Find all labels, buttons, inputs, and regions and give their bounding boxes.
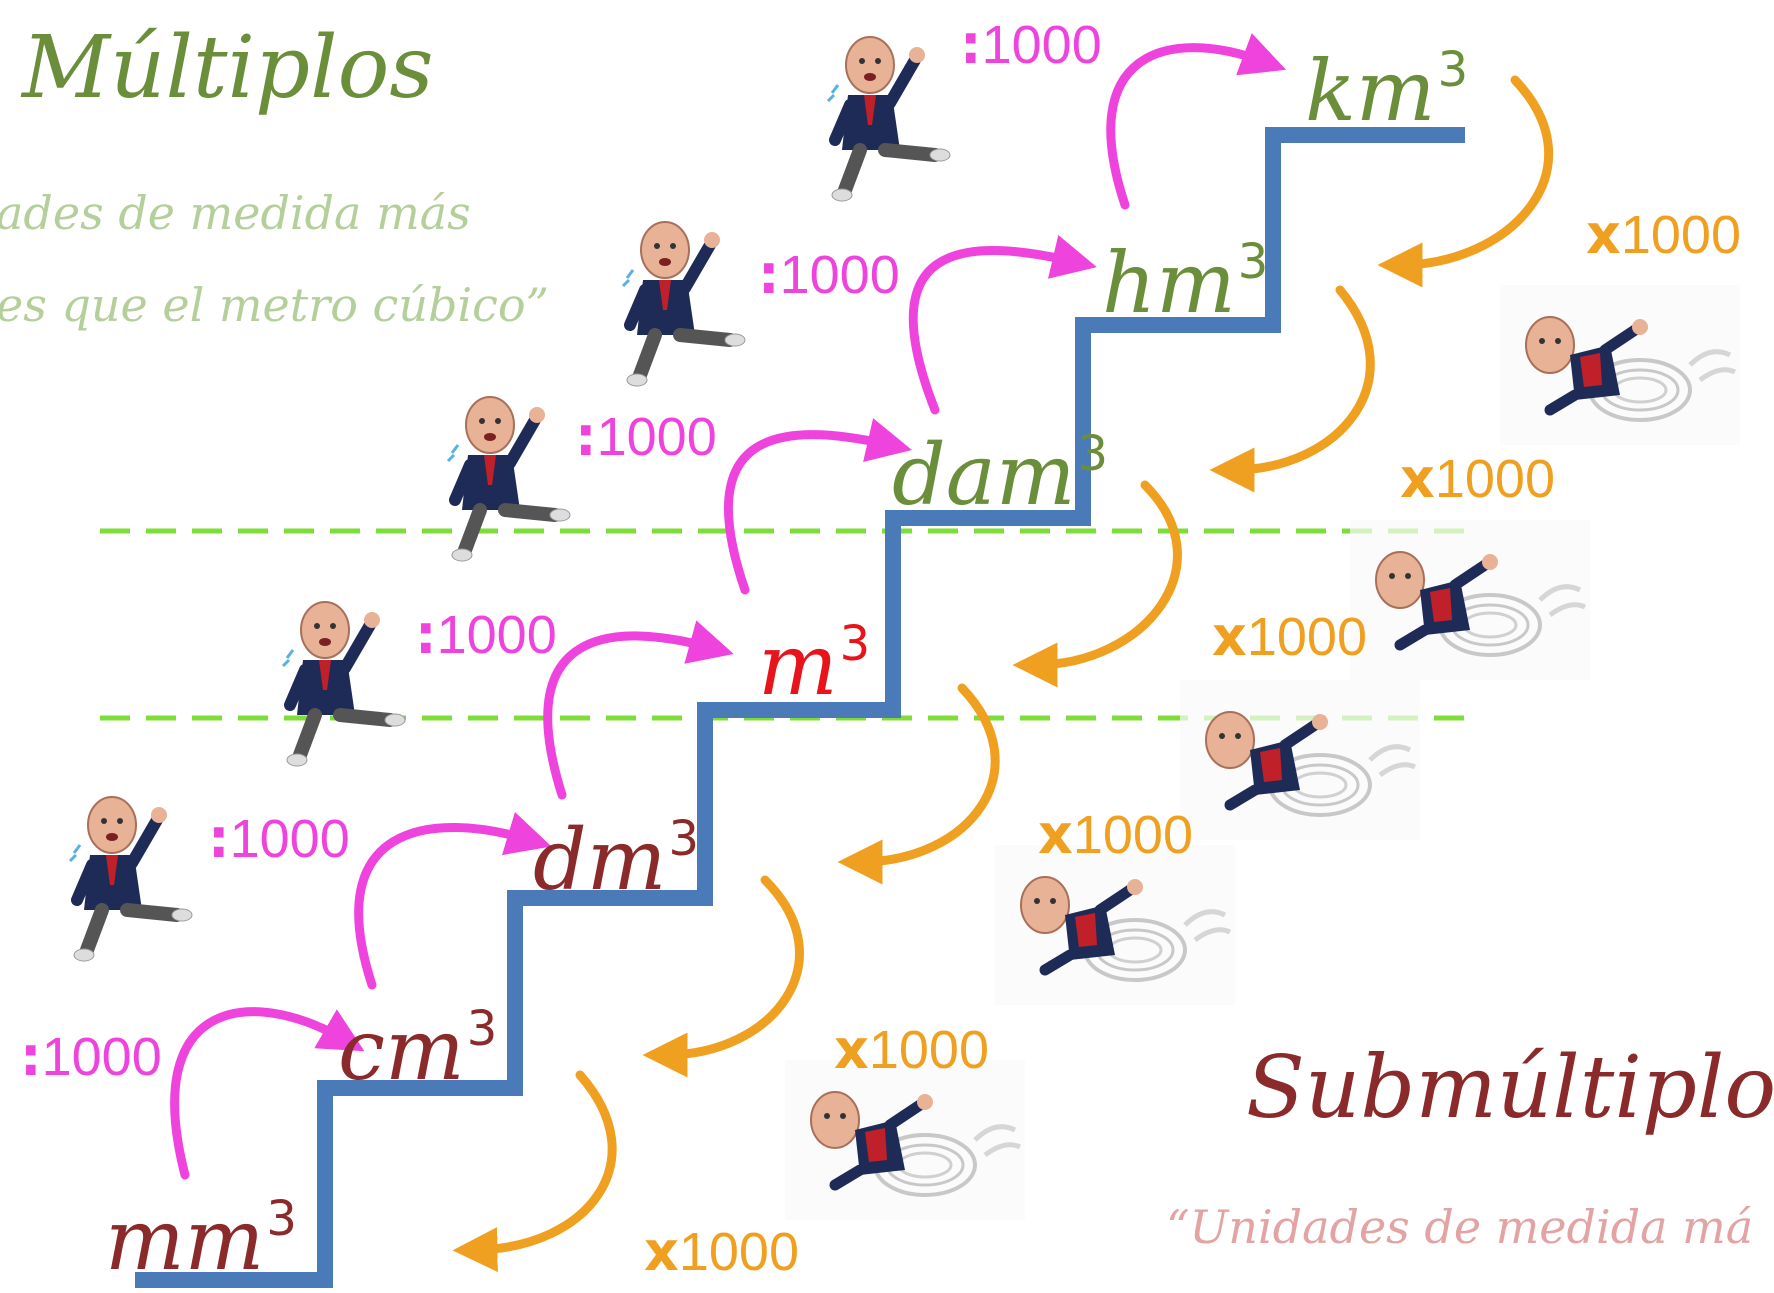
unit-dam3: dam3 [892, 426, 1109, 524]
unit-dm3: dm3 [533, 811, 699, 909]
factor-divide-dam3-hm3: :1000 [758, 243, 900, 306]
sliding-man-icon [785, 1060, 1025, 1220]
factor-multiply-dm3-cm3: x1000 [834, 1018, 989, 1081]
up-arrow-3 [543, 620, 734, 800]
staircase [135, 127, 1465, 1288]
sliding-man-icon [1180, 680, 1420, 840]
climbing-man-icon [826, 36, 951, 202]
up-arrow-5 [908, 234, 1097, 415]
factor-divide-dm3-m3: :1000 [415, 603, 557, 666]
unit-cm3: cm3 [338, 1001, 498, 1099]
factor-divide-cm3-dm3: :1000 [208, 807, 350, 870]
down-arrow-2 [1209, 285, 1375, 493]
factor-divide-mm3-cm3: :1000 [20, 1025, 162, 1088]
sliding-man-icon [995, 845, 1235, 1005]
down-arrow-3 [1012, 480, 1182, 688]
down-arrow-5 [642, 875, 804, 1078]
up-arrow-6 [1106, 33, 1287, 210]
climbing-man-icon [68, 796, 193, 962]
down-arrow-1 [1377, 75, 1553, 288]
climbing-man-icon [281, 601, 406, 767]
factor-multiply-km3-hm3: x1000 [1586, 203, 1741, 266]
submultiples-title: Submúltiplos [1246, 1038, 1774, 1138]
factor-multiply-cm3-mm3: x1000 [644, 1220, 799, 1283]
up-arrow-1 [170, 1007, 365, 1180]
unit-km3: km3 [1305, 42, 1469, 140]
unit-mm3: mm3 [105, 1191, 297, 1289]
climbing-man-icon [621, 221, 746, 387]
factor-divide-hm3-km3: :1000 [960, 13, 1102, 76]
factor-multiply-dam3-m3: x1000 [1212, 605, 1367, 668]
factor-divide-m3-dam3: :1000 [575, 405, 717, 468]
multiples-description-line2: es que el metro cúbico” [0, 278, 550, 332]
multiples-description-line1: ades de medida más [0, 186, 471, 240]
factor-multiply-hm3-dam3: x1000 [1400, 447, 1555, 510]
up-arrow-2 [354, 811, 552, 990]
sliding-man-icon [1500, 285, 1740, 445]
up-arrow-4 [723, 418, 912, 595]
climbing-man-icon [446, 396, 571, 562]
unit-m3: m3 [758, 616, 871, 714]
submultiples-description: “Unidades de medida má [1166, 1200, 1754, 1254]
unit-hm3: hm3 [1102, 234, 1269, 332]
down-arrow-6 [452, 1070, 617, 1273]
sliding-man-icon [1350, 520, 1590, 680]
down-arrow-4 [837, 683, 1000, 885]
factor-multiply-m3-dm3: x1000 [1038, 803, 1193, 866]
multiples-title: Múltiplos [22, 18, 434, 118]
